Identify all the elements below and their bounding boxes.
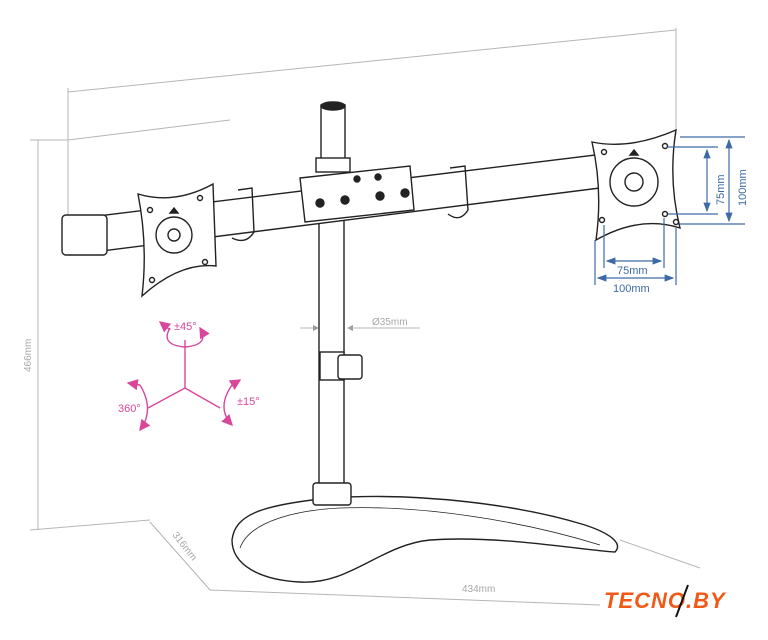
tilt-angle-label: ±45° bbox=[174, 321, 197, 333]
swivel-angle-label: ±15° bbox=[237, 396, 260, 408]
vesa-horizontal-100-label: 100mm bbox=[613, 283, 650, 295]
vesa-vertical-100-label: 100mm bbox=[737, 169, 749, 206]
width-dimension-label: 434mm bbox=[462, 584, 495, 595]
dimension-lines bbox=[29, 28, 701, 606]
rotate-angle-label: 360° bbox=[118, 403, 141, 415]
depth-dimension-label: 316mm bbox=[170, 530, 199, 563]
stand-base bbox=[231, 495, 619, 583]
brand-logo: TECNO.BY bbox=[604, 588, 727, 613]
height-dimension-label: 466mm bbox=[23, 339, 34, 372]
rotation-axes bbox=[126, 321, 242, 432]
vesa-vertical-75-label: 75mm bbox=[715, 174, 727, 205]
stand-pole bbox=[312, 101, 363, 506]
right-vesa-plate bbox=[591, 128, 681, 242]
vesa-dimension-lines bbox=[594, 136, 745, 285]
pole-diameter-label: Ø35mm bbox=[372, 317, 408, 328]
vesa-horizontal-75-label: 75mm bbox=[617, 265, 648, 277]
left-vesa-plate bbox=[137, 182, 217, 298]
logo-slash-mark bbox=[675, 584, 689, 618]
